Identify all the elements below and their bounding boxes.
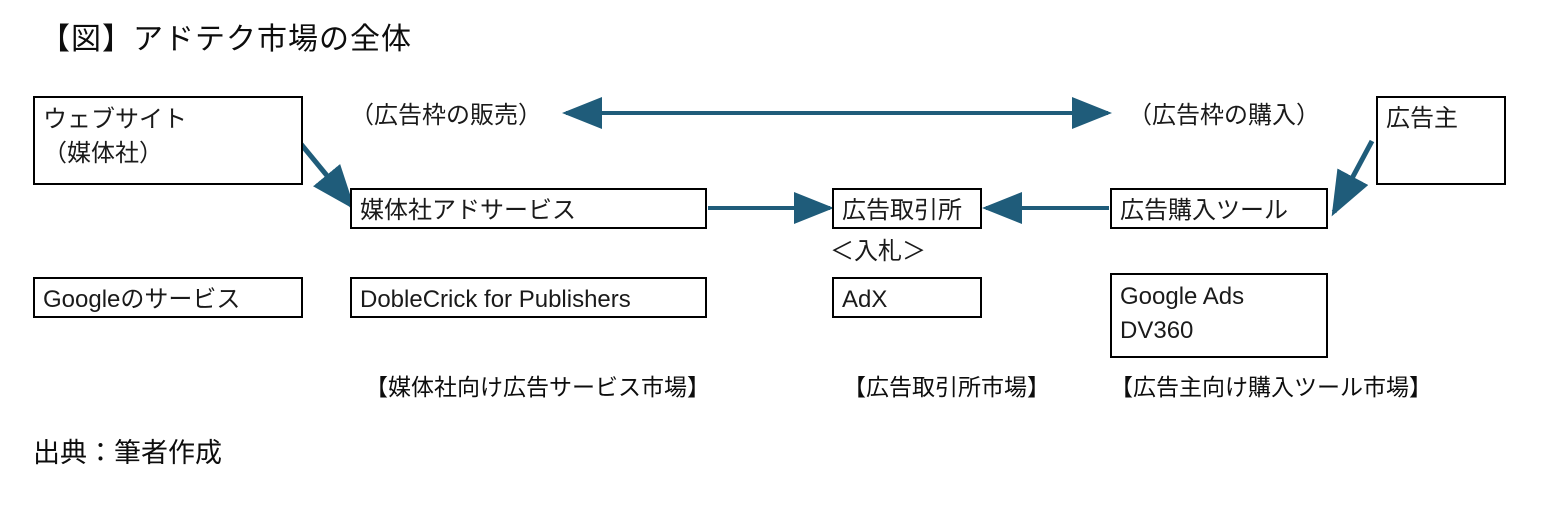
figure-source: 出典：筆者作成	[33, 438, 222, 468]
market-label-publisher-ad-service: 【媒体社向け広告サービス市場】	[365, 374, 710, 400]
box-doublecrick[interactable]: DobleCrick for Publishers	[350, 277, 707, 318]
box-google-ads-line2: DV360	[1120, 317, 1194, 344]
figure-title: 【図】アドテク市場の全体	[40, 23, 412, 56]
box-ad-exchange[interactable]: 広告取引所	[832, 188, 982, 229]
website-to-publisher-ad-service-arrow	[294, 136, 356, 210]
box-advertiser-label: 広告主	[1386, 105, 1458, 132]
box-google-ads[interactable]: Google Ads DV360	[1110, 273, 1328, 358]
box-adx[interactable]: AdX	[832, 277, 982, 318]
box-google-services[interactable]: Googleのサービス	[33, 277, 303, 318]
box-publisher-ad-service-label: 媒体社アドサービス	[360, 197, 576, 224]
box-website-line1: ウェブサイト	[43, 106, 187, 133]
box-advertiser[interactable]: 広告主	[1376, 96, 1506, 185]
market-label-advertiser-buying-tool: 【広告主向け購入ツール市場】	[1110, 374, 1432, 400]
advertiser-to-ad-buying-tool-arrow	[1331, 139, 1375, 217]
box-website-line2: （媒体社）	[43, 140, 163, 167]
box-doublecrick-label: DobleCrick for Publishers	[360, 286, 631, 313]
box-ad-buying-tool[interactable]: 広告購入ツール	[1110, 188, 1328, 229]
box-google-services-label: Googleのサービス	[43, 286, 241, 313]
box-adx-label: AdX	[842, 286, 888, 313]
box-publisher-ad-service[interactable]: 媒体社アドサービス	[350, 188, 707, 229]
label-bidding: ＜入札＞	[830, 238, 926, 265]
box-website[interactable]: ウェブサイト （媒体社）	[33, 96, 303, 185]
box-ad-exchange-label: 広告取引所	[842, 197, 962, 224]
label-buy-ad-space: （広告枠の購入）	[1128, 102, 1320, 129]
box-google-ads-line1: Google Ads	[1120, 283, 1245, 310]
label-sell-ad-space: （広告枠の販売）	[350, 102, 542, 129]
market-label-ad-exchange: 【広告取引所市場】	[843, 374, 1050, 400]
box-ad-buying-tool-label: 広告購入ツール	[1120, 197, 1288, 224]
